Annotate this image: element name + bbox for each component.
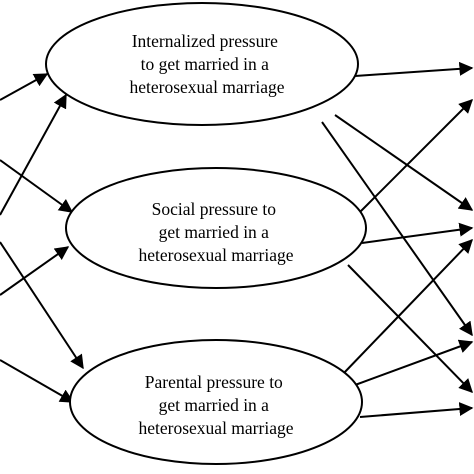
node-parental-line-2: get married in a — [159, 395, 270, 415]
arrow-social-out-2 — [361, 222, 474, 244]
node-parental-label: Parental pressure to get married in a he… — [139, 372, 294, 438]
node-internalized-line-1: Internalized pressure — [132, 31, 278, 51]
node-social-ellipse — [65, 167, 367, 289]
arrow-in-5-to-parental — [0, 241, 84, 370]
node-internalized-label: Internalized pressure to get married in … — [130, 31, 285, 97]
node-parental-ellipse — [69, 339, 363, 465]
arrow-group — [0, 61, 474, 418]
node-internalized-ellipse — [45, 2, 359, 126]
arrow-in-1-to-internalized — [0, 73, 49, 101]
arrow-parental-out-2 — [354, 339, 474, 386]
node-parental-line-3: heterosexual marriage — [139, 418, 294, 438]
node-parental-pressure: Parental pressure to get married in a he… — [69, 339, 363, 465]
node-internalized-line-3: heterosexual marriage — [130, 77, 285, 97]
node-social-line-2: get married in a — [159, 222, 270, 242]
node-social-line-1: Social pressure to — [152, 199, 277, 219]
arrow-parental-out-1 — [341, 238, 473, 376]
arrow-internalized-out-1 — [354, 61, 474, 77]
arrow-in-6-to-parental — [0, 359, 75, 403]
arrow-in-3-to-social — [0, 159, 74, 213]
arrow-internalized-out-2 — [334, 114, 474, 211]
arrow-social-out-1 — [359, 99, 473, 213]
node-internalized-pressure: Internalized pressure to get married in … — [45, 2, 359, 126]
node-parental-line-1: Parental pressure to — [145, 372, 283, 392]
node-social-pressure: Social pressure to get married in a hete… — [65, 167, 367, 289]
node-internalized-line-2: to get married in a — [141, 54, 270, 74]
node-social-line-3: heterosexual marriage — [139, 245, 294, 265]
arrow-in-2-to-internalized — [0, 93, 67, 216]
arrow-parental-out-3 — [359, 402, 474, 418]
node-social-label: Social pressure to get married in a hete… — [139, 199, 294, 265]
arrow-in-4-to-social — [0, 246, 70, 296]
arrow-social-out-3 — [347, 264, 473, 394]
arrow-internalized-out-3 — [321, 121, 473, 337]
